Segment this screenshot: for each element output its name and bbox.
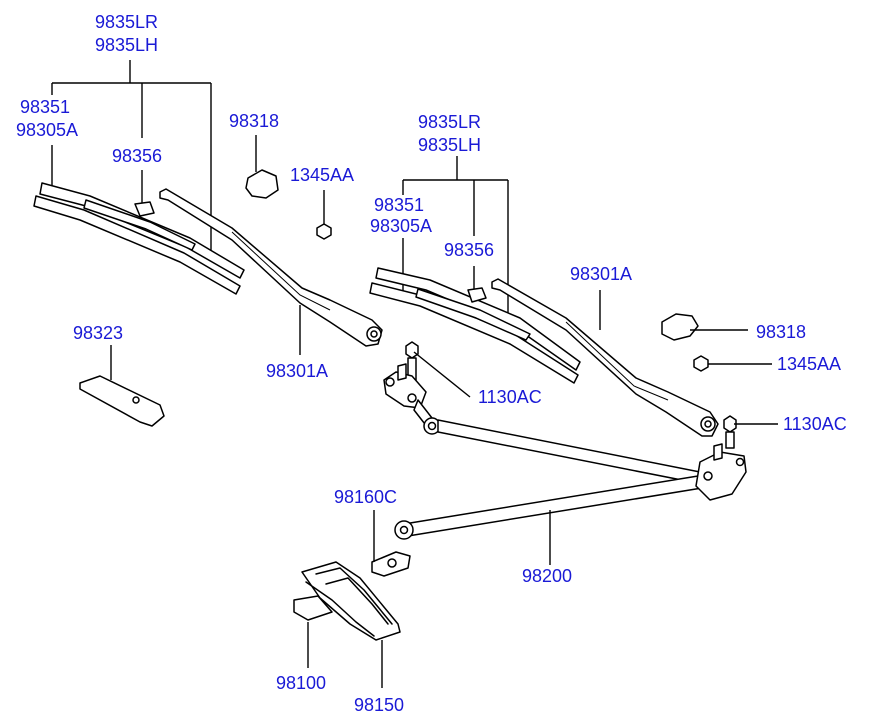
label-refill-left-2: 98305A bbox=[16, 120, 78, 140]
label-linkage: 98200 bbox=[522, 566, 572, 586]
label-blade-right-1: 9835LR bbox=[418, 112, 481, 132]
bracket-98323 bbox=[79, 375, 165, 427]
label-blade-left-1: 9835LR bbox=[95, 12, 158, 32]
label-nut-right: 1345AA bbox=[777, 354, 841, 374]
label-blade-right-2: 9835LH bbox=[418, 135, 481, 155]
label-bolt-right: 1130AC bbox=[783, 414, 847, 434]
label-clip-right: 98356 bbox=[444, 240, 494, 260]
label-cap-left: 98318 bbox=[229, 111, 279, 131]
left-pivot-bolt bbox=[405, 341, 419, 381]
right-wiper-arm bbox=[491, 278, 719, 437]
label-bolt-left: 1130AC bbox=[478, 387, 542, 407]
wiper-linkage-98200 bbox=[383, 363, 747, 540]
label-cap-right: 98318 bbox=[756, 322, 806, 342]
part-leader-lines bbox=[110, 135, 778, 688]
label-motor-cover: 98150 bbox=[354, 695, 404, 715]
label-washer: 98160C bbox=[334, 487, 397, 507]
label-blade-left-2: 9835LH bbox=[95, 35, 158, 55]
left-pivot-cap bbox=[245, 169, 279, 199]
right-wiper-blade bbox=[369, 267, 581, 384]
left-wiper-arm bbox=[159, 188, 383, 347]
label-arm-left: 98301A bbox=[266, 361, 328, 381]
right-nut bbox=[693, 355, 709, 372]
label-bracket: 98323 bbox=[73, 323, 123, 343]
right-pivot-cap bbox=[661, 313, 699, 341]
right-blade-leader-tree bbox=[402, 156, 509, 320]
washer-98160C bbox=[371, 551, 411, 577]
label-motor: 98100 bbox=[276, 673, 326, 693]
left-nut bbox=[316, 223, 332, 240]
label-refill-left-1: 98351 bbox=[20, 97, 70, 117]
label-nut-left: 1345AA bbox=[290, 165, 354, 185]
right-pivot-bolt bbox=[723, 415, 737, 449]
label-refill-right-1: 98351 bbox=[374, 195, 424, 215]
left-wiper-blade bbox=[33, 182, 245, 295]
wiper-motor-98100 bbox=[293, 595, 333, 621]
label-clip-left: 98356 bbox=[112, 146, 162, 166]
motor-cover-98150 bbox=[301, 561, 401, 641]
label-refill-right-2: 98305A bbox=[370, 216, 432, 236]
label-arm-right: 98301A bbox=[570, 264, 632, 284]
